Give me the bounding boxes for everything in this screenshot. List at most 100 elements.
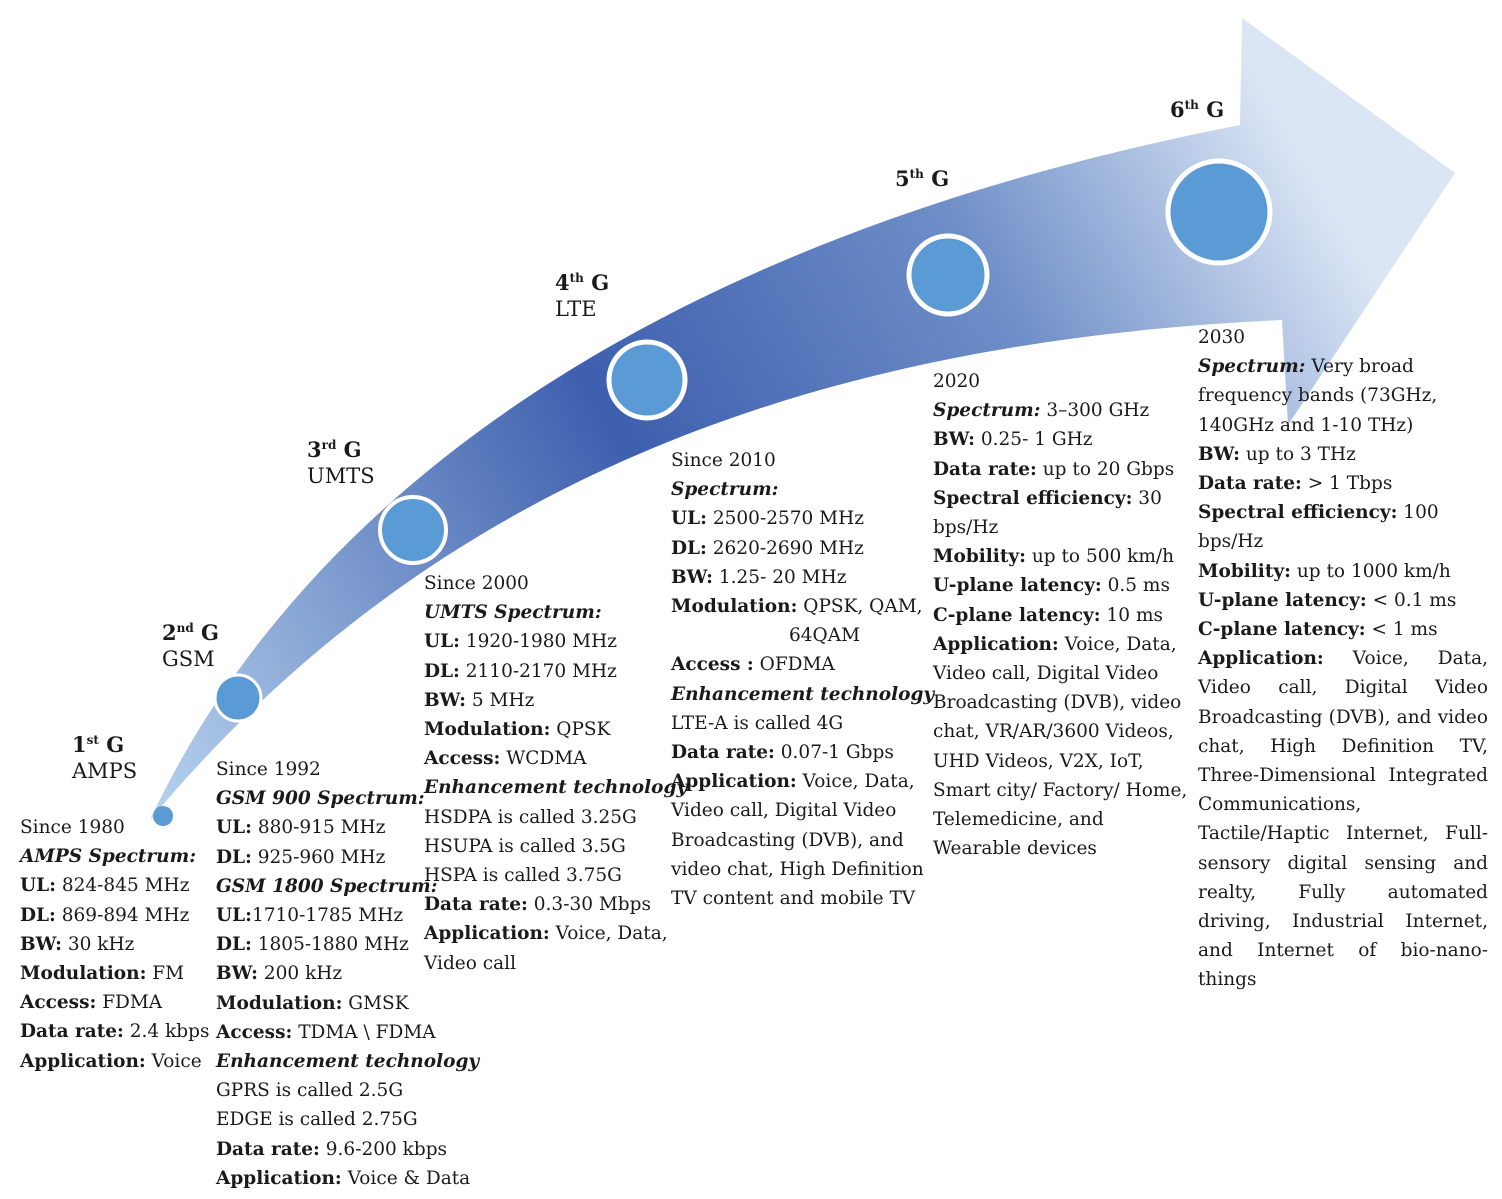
info-row: Smart city/ Factory/ Home, xyxy=(933,776,1198,805)
info-row: Data rate: 9.6-200 kbps xyxy=(216,1135,486,1164)
info-row: Wearable devices xyxy=(933,834,1198,863)
info-row: Telemedicine, and xyxy=(933,805,1198,834)
info-row: HSUPA is called 3.5G xyxy=(424,832,674,861)
section-heading: GSM 1800 Spectrum: xyxy=(216,875,438,897)
info-row: DL: 1805-1880 MHz xyxy=(216,930,486,959)
field-label: BW: xyxy=(20,933,62,955)
field-label: Data rate: xyxy=(1198,473,1302,495)
field-value: < 1 ms xyxy=(1365,619,1438,641)
field-value: 2500-2570 MHz xyxy=(706,508,864,530)
info-row: Video call xyxy=(424,949,674,978)
info-row: UL: 880-915 MHz xyxy=(216,813,486,842)
field-value: < 0.1 ms xyxy=(1366,589,1457,611)
field-label: Modulation: xyxy=(20,963,147,985)
info-row: C-plane latency: < 1 ms xyxy=(1198,615,1488,644)
field-value: > 1 Tbps xyxy=(1301,473,1393,495)
info-row: Data rate: up to 20 Gbps xyxy=(933,455,1198,484)
field-value: GPRS is called 2.5G xyxy=(216,1080,404,1102)
info-row: Application: Voice, Data, xyxy=(671,767,936,796)
field-label: U-plane latency: xyxy=(933,575,1102,597)
field-value: frequency bands (73GHz, xyxy=(1198,385,1438,407)
info-row: Data rate: 0.07-1 Gbps xyxy=(671,738,936,767)
info-row: Modulation: QPSK xyxy=(424,715,674,744)
technology-name: GSM xyxy=(162,647,215,672)
info-row: UHD Videos, V2X, IoT, xyxy=(933,747,1198,776)
field-label: UL: xyxy=(424,631,460,653)
info-row: BW: up to 3 THz xyxy=(1198,440,1488,469)
info-row: BW: 30 kHz xyxy=(20,930,280,959)
info-row: BW: 1.25- 20 MHz xyxy=(671,563,936,592)
field-value: 2620-2690 MHz xyxy=(706,537,864,559)
generation-number: 1 xyxy=(72,732,87,757)
field-value: bps/Hz xyxy=(1198,531,1264,553)
generation-g: G xyxy=(336,437,362,462)
info-row: Mobility: up to 500 km/h xyxy=(933,542,1198,571)
field-value: Broadcasting (DVB), and xyxy=(671,829,904,851)
generation-g: G xyxy=(923,166,950,191)
field-value: 869-894 MHz xyxy=(55,904,190,926)
ordinal-suffix: st xyxy=(86,733,99,747)
field-label: Access: xyxy=(20,992,97,1014)
info-row: Application: Voice, Data, Video call, Di… xyxy=(1198,644,1488,994)
field-value: 0.3-30 Mbps xyxy=(527,894,651,916)
field-value: 2.4 kbps xyxy=(123,1021,210,1043)
field-label: Mobility: xyxy=(933,546,1026,568)
field-value: video chat, High Definition xyxy=(671,858,924,880)
info-row: HSDPA is called 3.25G xyxy=(424,803,674,832)
ordinal-suffix: nd xyxy=(176,621,194,635)
info-row: Modulation: QPSK, QAM, xyxy=(671,592,936,621)
technology-name: AMPS xyxy=(72,759,138,784)
field-value: HSPA is called 3.75G xyxy=(424,865,622,887)
info-row: Modulation: FM xyxy=(20,959,280,988)
field-label: BW: xyxy=(1198,443,1240,465)
field-label: Application: xyxy=(20,1050,146,1072)
info-row: frequency bands (73GHz, xyxy=(1198,381,1488,410)
info-row: GSM 1800 Spectrum: xyxy=(216,872,486,901)
field-label: Mobility: xyxy=(1198,560,1291,582)
field-value: Video call, Digital Video xyxy=(671,800,897,822)
section-heading: Enhancement technology xyxy=(424,777,688,799)
field-label: DL: xyxy=(424,660,460,682)
generation-name: 4th G xyxy=(555,269,609,296)
field-label: BW: xyxy=(933,429,975,451)
generation-g: G xyxy=(583,270,610,295)
field-value: Telemedicine, and xyxy=(933,809,1104,831)
info-row: DL: 869-894 MHz xyxy=(20,901,280,930)
generation-g: G xyxy=(193,620,219,645)
technology-name: UMTS xyxy=(307,464,375,489)
generation-number: 5 xyxy=(895,166,910,191)
field-value: 64QAM xyxy=(789,625,861,647)
field-label: Spectral efficiency: xyxy=(1198,502,1398,524)
info-row: Access: WCDMA xyxy=(424,744,674,773)
generation-marker-3 xyxy=(378,495,448,565)
field-label: BW: xyxy=(671,566,713,588)
field-label: DL: xyxy=(216,934,252,956)
field-value: HSUPA is called 3.5G xyxy=(424,835,626,857)
field-label: Modulation: xyxy=(424,719,551,741)
generation-g: G xyxy=(98,732,125,757)
info-row: UL: 1920-1980 MHz xyxy=(424,627,674,656)
field-value: Broadcasting (DVB), video xyxy=(933,692,1182,714)
generation-number: 3 xyxy=(307,437,322,462)
field-value: LTE-A is called 4G xyxy=(671,712,844,734)
info-row: U-plane latency: 0.5 ms xyxy=(933,571,1198,600)
field-value: up to 1000 km/h xyxy=(1290,560,1451,582)
growth-arrow xyxy=(150,18,1455,820)
field-value: 1805-1880 MHz xyxy=(251,934,409,956)
generation-number: 2 xyxy=(162,620,177,645)
technology-name: LTE xyxy=(555,297,597,322)
generation-marker-2 xyxy=(213,673,263,723)
field-label: BW: xyxy=(216,963,258,985)
info-row: bps/Hz xyxy=(1198,527,1488,556)
field-label: Spectral efficiency: xyxy=(933,487,1133,509)
info-row: Application: Voice xyxy=(20,1047,280,1076)
field-value: 0.25- 1 GHz xyxy=(975,429,1093,451)
field-value: 3–300 GHz xyxy=(1040,400,1150,422)
field-value: FDMA xyxy=(96,992,163,1014)
info-row: UMTS Spectrum: xyxy=(424,598,674,627)
field-value: OFDMA xyxy=(753,654,835,676)
